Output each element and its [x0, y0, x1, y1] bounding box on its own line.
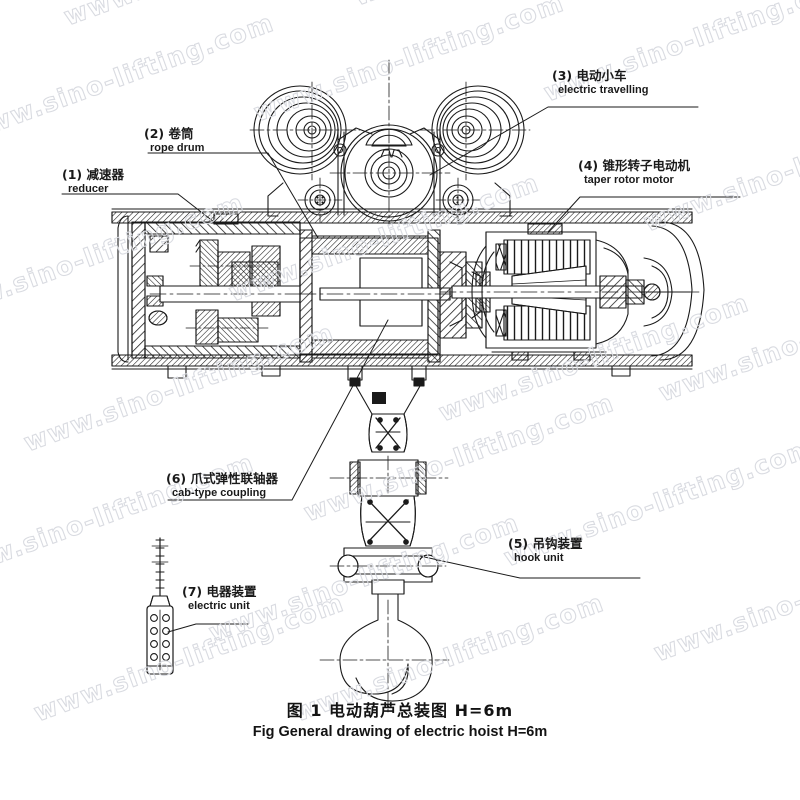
leader-taper-rotor-motor [547, 196, 741, 233]
callout-electric-travelling-en: electric travelling [558, 84, 649, 96]
leader-lines [61, 106, 741, 633]
figure-caption-en: Fig General drawing of electric hoist H=… [252, 724, 548, 740]
callout-electric-travelling-cn: (3) 电动小车 [552, 68, 627, 83]
leader-hook-unit [419, 555, 641, 579]
callout-electric-unit-cn: (7) 电器装置 [182, 584, 257, 599]
hoist-mounting-lugs [167, 365, 631, 379]
hook-thrust-bearing [329, 547, 447, 595]
callout-rope-drum-en: rope drum [150, 142, 205, 154]
callout-rope-drum-cn: (2) 卷筒 [144, 126, 194, 141]
trolley-frame-plates [333, 127, 445, 216]
taper-rotor-motor-section [439, 223, 701, 361]
figure-caption: 图 1 电动葫芦总装图 H=6m Fig General drawing of … [0, 700, 800, 742]
hook-unit-assembly [319, 385, 453, 713]
hoist-outer-shell [117, 215, 705, 363]
forged-hook [319, 593, 453, 713]
callout-reducer-en: reducer [68, 183, 109, 195]
rope-drum-section [299, 229, 471, 387]
rope-drum-grooves [311, 235, 429, 359]
runway-beam [111, 208, 693, 370]
electric-unit-pendant [146, 537, 174, 675]
trolley-wheel-right [419, 81, 531, 181]
leader-rope-drum [147, 152, 319, 239]
callout-hook-unit-cn: (5) 吊钩装置 [508, 536, 583, 551]
callout-hook-unit-en: hook unit [514, 552, 564, 564]
reducer-gear-lower [185, 309, 269, 345]
leader-electric-travelling [429, 106, 699, 176]
hook-block-upper-yoke [368, 413, 408, 453]
leader-electric-unit [167, 623, 249, 633]
callout-reducer-cn: (1) 减速器 [62, 167, 124, 182]
hook-block-sheave [329, 455, 449, 501]
pendant-buttons [150, 614, 170, 661]
trolley-assembly [249, 59, 531, 226]
callout-cab-type-coupling-cn: (6) 爪式弹性联轴器 [166, 471, 278, 486]
leader-reducer [61, 193, 215, 223]
callout-taper-rotor-motor-en: taper rotor motor [584, 174, 674, 186]
hook-block-lower-yoke [360, 495, 416, 547]
callout-taper-rotor-motor-cn: (4) 锥形转子电动机 [578, 158, 690, 173]
cone-brake [595, 239, 691, 345]
callout-cab-type-coupling-en: cab-type coupling [172, 487, 267, 499]
callout-electric-unit-en: electric unit [188, 600, 250, 612]
reducer-bearings [146, 235, 169, 326]
leader-cab-type-coupling [167, 319, 389, 501]
figure-caption-cn: 图 1 电动葫芦总装图 H=6m [286, 701, 514, 720]
